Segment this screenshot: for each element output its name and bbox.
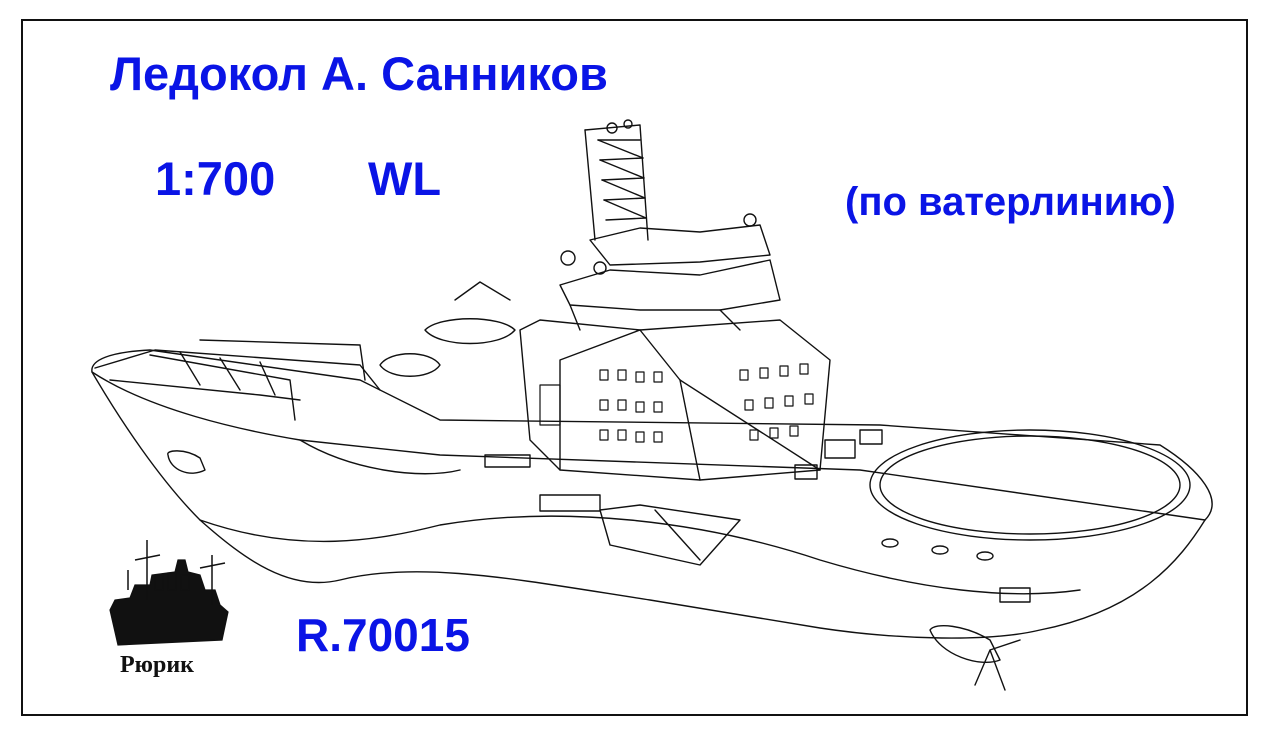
propeller-pod: [167, 450, 206, 474]
lifeboat: [379, 353, 441, 377]
waterline-note: (по ватерлинию): [845, 180, 1176, 224]
waterline-abbrev: WL: [368, 152, 442, 205]
page-frame: [21, 19, 1248, 716]
product-code: R.70015: [296, 609, 470, 661]
scale-label: 1:700: [155, 152, 276, 205]
hull-outline: [91, 349, 1213, 639]
brand-name: Рюрик: [120, 652, 195, 678]
helipad: [869, 429, 1191, 541]
page-title: Ледокол А. Санников: [110, 47, 608, 100]
mast: [584, 124, 649, 241]
superstructure: [519, 319, 831, 481]
bridge: [559, 259, 781, 311]
